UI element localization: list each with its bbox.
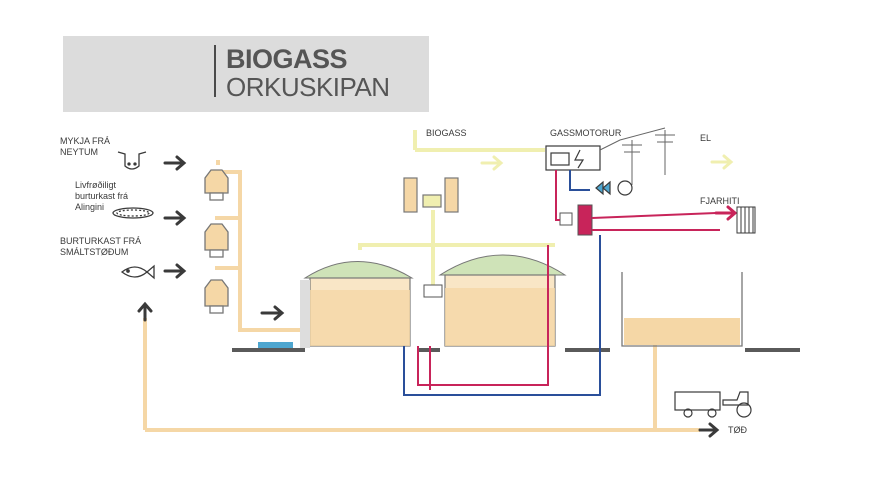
hopper-2 — [204, 223, 229, 258]
digester-2 — [438, 254, 567, 347]
heat-exchanger — [559, 204, 593, 236]
title-main: BIOGASS — [226, 44, 348, 74]
input-label-line: Alingini — [75, 202, 105, 212]
input-label-fish: BURTURKAST FRÁ SMÁLTSTØÐUM — [60, 236, 141, 258]
feed-pipes — [143, 160, 700, 432]
input-label-line: burturkast frá — [75, 191, 129, 201]
gas-arrows — [480, 154, 734, 171]
input-label-organic: Livfrøðiligt burturkast frá Alingini — [75, 180, 128, 213]
cow-icon — [117, 151, 147, 170]
input-label-line: NEYTUM — [60, 147, 98, 157]
digester-1 — [300, 261, 414, 348]
hopper-3 — [204, 279, 229, 314]
gas-pipes — [358, 130, 555, 285]
title-divider — [214, 45, 216, 97]
input-label-line: SMÁLTSTØÐUM — [60, 247, 129, 257]
cold-pipes — [403, 170, 601, 396]
label-biogass: BIOGASS — [426, 128, 467, 138]
radiator-icon — [736, 206, 756, 234]
title-box — [63, 36, 429, 112]
input-label-manure: MYKJA FRÁ NEYTUM — [60, 136, 110, 158]
gas-cleaner — [403, 177, 459, 213]
input-label-line: Livfrøðiligt — [75, 180, 117, 190]
valve-box — [423, 284, 443, 298]
storage-tank — [621, 272, 743, 347]
label-gassmotorur: GASSMOTORUR — [550, 128, 622, 138]
label-fjarhiti: FJARHITI — [700, 196, 740, 206]
input-label-line: MYKJA FRÁ — [60, 136, 111, 146]
title-sub: ORKUSKIPAN — [226, 72, 390, 102]
input-label-line: BURTURKAST FRÁ — [60, 236, 142, 246]
label-el: EL — [700, 133, 712, 143]
pump-unit — [258, 342, 293, 348]
fan-motor-icon — [595, 180, 633, 196]
ring-icon — [112, 207, 154, 219]
tractor-icon — [674, 391, 752, 418]
label-tod: TØÐ — [728, 425, 747, 435]
hopper-1 — [204, 169, 229, 201]
power-line — [599, 127, 675, 185]
gas-motor-icon — [545, 145, 601, 171]
hot-pipes — [417, 170, 720, 390]
fish-icon — [120, 264, 155, 280]
input-arrows — [137, 155, 738, 438]
